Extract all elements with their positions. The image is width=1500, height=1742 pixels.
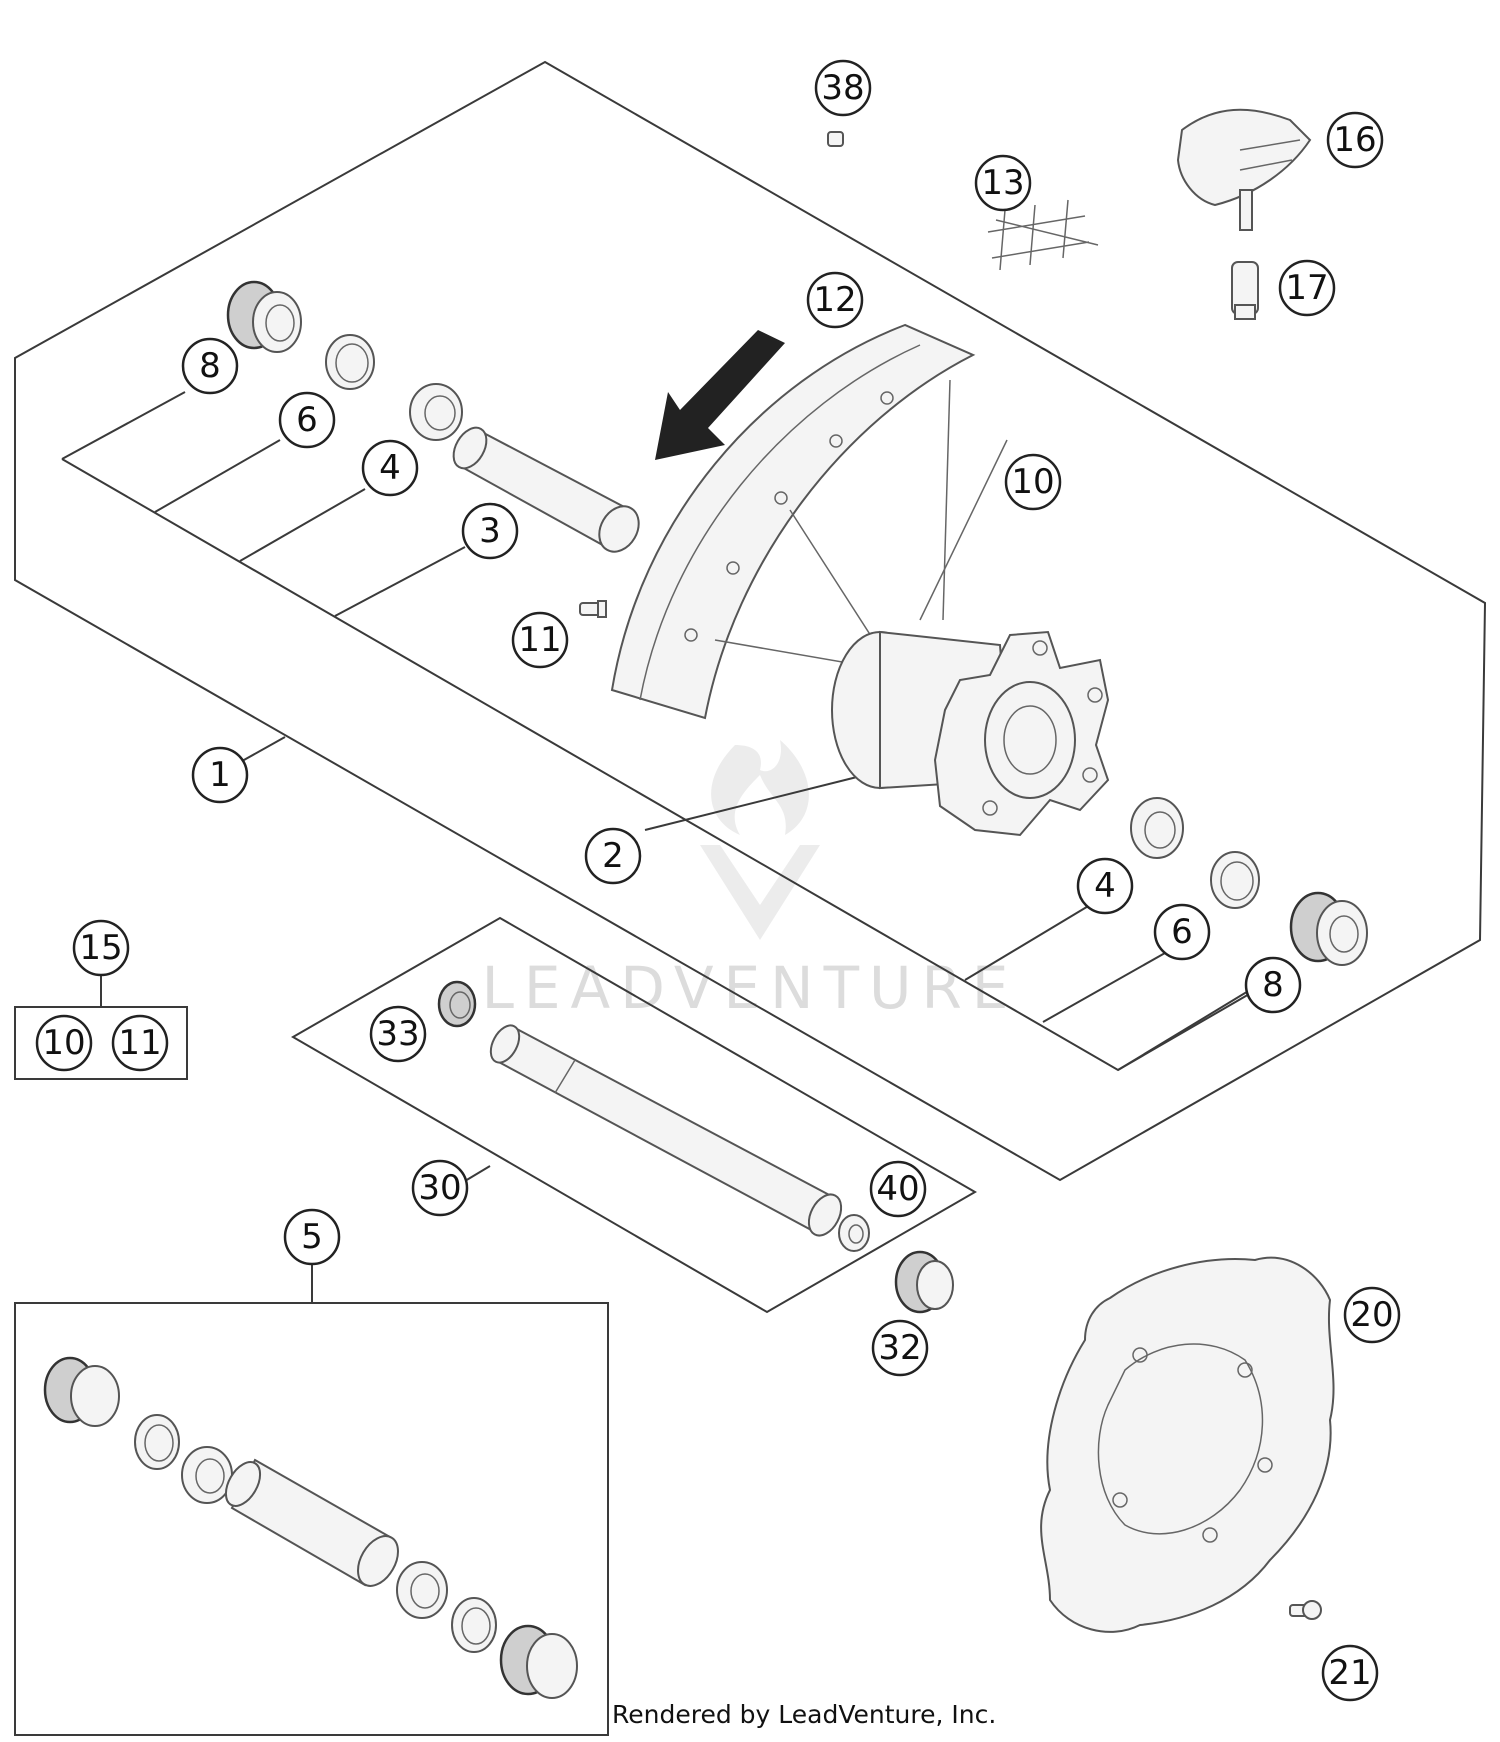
brake-disc-20 [1040,1256,1335,1633]
bearing-4-top [409,383,463,441]
callout-3: 3 [461,502,519,560]
rim-band-13 [987,199,1099,271]
callout-30: 30 [411,1159,469,1217]
callout-16: 16 [1326,111,1384,169]
callout-8-right: 8 [1244,956,1302,1014]
rim-12 [610,323,976,720]
svg-text:12: 12 [813,280,856,320]
callout-8-top: 8 [181,337,239,395]
callout-13: 13 [974,154,1032,212]
spacer-32 [894,1250,954,1314]
svg-text:13: 13 [981,163,1024,203]
spacer-33 [437,980,477,1028]
svg-text:32: 32 [878,1328,921,1368]
callout-17: 17 [1278,259,1336,317]
callout-1: 1 [191,746,249,804]
spokes-10 [714,379,1008,686]
leader-4a [239,488,366,562]
leader-8b [1117,989,1251,1071]
watermark-logo-icon [700,740,820,940]
rim-lock-16 [1176,108,1312,231]
svg-text:33: 33 [376,1014,419,1054]
leader-3 [334,546,466,617]
disc-bolt-21 [1289,1600,1322,1620]
svg-text:2: 2 [602,836,624,876]
leader-4b [964,904,1091,981]
callout-4-right: 4 [1076,857,1134,915]
hub-2 [831,630,1110,837]
callout-32: 32 [871,1319,929,1377]
svg-text:8: 8 [199,346,221,386]
bolt-17 [1231,261,1259,320]
callout-15-item-10: 10 [35,1014,93,1072]
spacer-tube-3 [452,426,640,553]
bearing-4-right [1130,797,1184,859]
svg-text:4: 4 [379,448,401,488]
callout-5: 5 [283,1208,341,1266]
svg-text:5: 5 [301,1217,323,1257]
svg-text:15: 15 [79,928,122,968]
svg-text:20: 20 [1350,1295,1393,1335]
seal-ring-6-right [1210,851,1260,909]
spacer-8-right [1289,891,1368,966]
svg-text:11: 11 [118,1023,161,1063]
callout-20: 20 [1343,1286,1401,1344]
callout-6-top: 6 [278,391,336,449]
direction-arrow-icon [655,330,785,460]
svg-text:40: 40 [876,1169,919,1209]
callout-40: 40 [869,1160,927,1218]
rendered-by-caption: Rendered by LeadVenture, Inc. [612,1700,997,1729]
svg-text:16: 16 [1333,120,1376,160]
svg-text:21: 21 [1328,1653,1371,1693]
svg-text:10: 10 [1011,462,1054,502]
callout-4-top: 4 [361,439,419,497]
svg-text:17: 17 [1285,268,1328,308]
seal-ring-6-top [325,334,375,390]
spacer-8-top [226,280,302,353]
watermark: LEADVENTURE [482,740,1019,1022]
svg-text:38: 38 [821,68,864,108]
axle-30 [489,1024,843,1237]
nut-38 [827,131,844,147]
svg-text:1: 1 [209,755,231,795]
callout-10: 10 [1004,453,1062,511]
svg-text:8: 8 [1262,965,1284,1005]
leader-6b [1042,952,1166,1023]
svg-text:6: 6 [1171,912,1193,952]
callout-33: 33 [369,1005,427,1063]
svg-text:3: 3 [479,511,501,551]
svg-text:11: 11 [518,620,561,660]
callout-12: 12 [806,271,864,329]
svg-text:6: 6 [296,400,318,440]
callout-15-item-11: 11 [111,1014,169,1072]
wheel-assembly-outline [14,60,1487,1182]
callout-2: 2 [584,827,642,885]
watermark-text: LEADVENTURE [482,954,1019,1022]
leader-6a [154,439,281,513]
kit-5-parts [43,1356,578,1699]
callout-21: 21 [1321,1644,1379,1702]
svg-text:4: 4 [1094,866,1116,906]
screw-11 [579,600,607,618]
leader-2 [644,774,866,831]
callout-6-right: 6 [1153,903,1211,961]
leader-8a [61,391,186,460]
axle-group-outline [291,916,978,1314]
callout-38: 38 [814,59,872,117]
callout-11: 11 [511,611,569,669]
svg-text:30: 30 [418,1168,461,1208]
svg-text:10: 10 [42,1023,85,1063]
nut-40 [838,1214,870,1252]
callout-15: 15 [72,919,130,977]
